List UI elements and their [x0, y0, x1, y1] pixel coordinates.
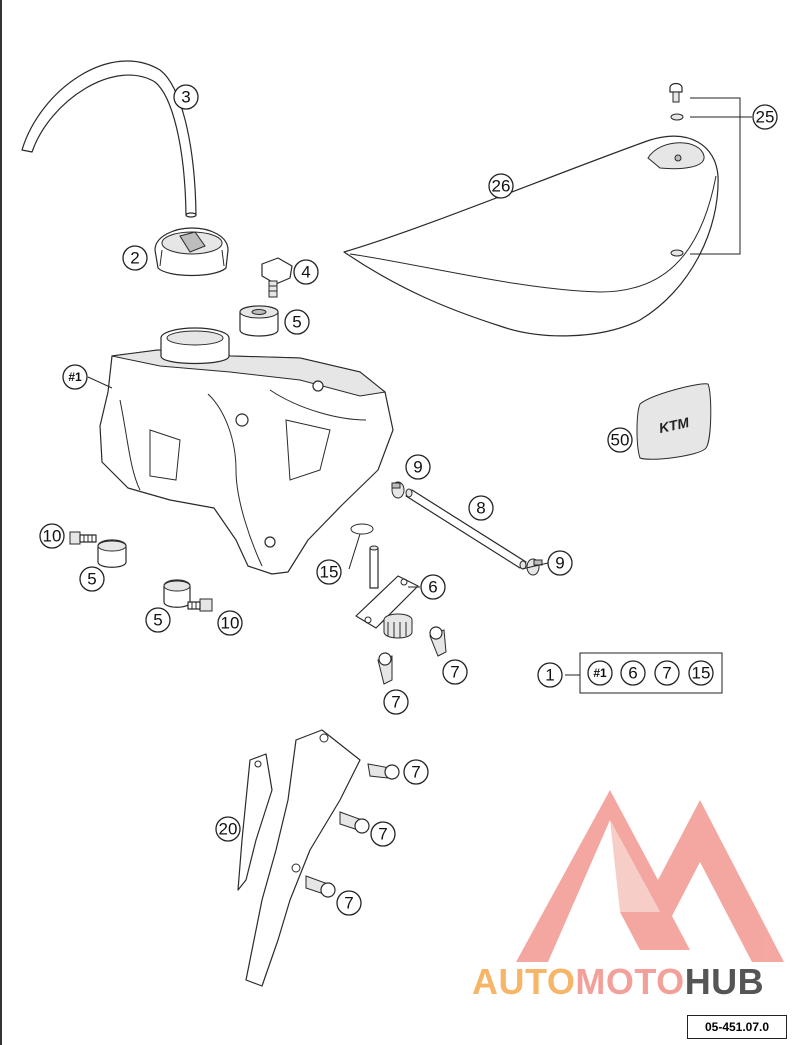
seat-part	[343, 135, 719, 337]
svg-text:15: 15	[692, 664, 711, 683]
svg-text:7: 7	[391, 693, 400, 712]
svg-text:4: 4	[301, 263, 310, 282]
ktm-decal-part: KTM	[636, 383, 712, 460]
svg-text:7: 7	[450, 663, 459, 682]
callout-20: 20	[215, 816, 241, 842]
callout-5b: 5	[79, 566, 105, 592]
callout-2: 2	[122, 245, 148, 271]
fuel-tap-part	[355, 545, 419, 639]
callout-7a: 7	[442, 659, 468, 685]
seat-bolt-part	[669, 82, 684, 257]
callout-5c: 5	[145, 607, 171, 633]
screw-part-10a	[69, 531, 97, 545]
svg-text:#1: #1	[68, 370, 82, 384]
callout-1: 1	[537, 662, 563, 688]
svg-text:26: 26	[492, 177, 511, 196]
svg-text:7: 7	[378, 825, 387, 844]
screw-part-7c	[367, 763, 400, 780]
svg-text:15: 15	[320, 563, 339, 582]
callout-7e: 7	[336, 890, 362, 916]
callout-7d: 7	[370, 821, 396, 847]
svg-text:7: 7	[411, 763, 420, 782]
bolt-part-4	[261, 257, 293, 298]
rubber-bushing-part-5c	[163, 579, 191, 608]
svg-text:50: 50	[611, 431, 630, 450]
seat-bolt-bracket-line	[690, 97, 741, 255]
callout-7b: 7	[383, 689, 409, 715]
svg-text:#1: #1	[593, 666, 607, 680]
callout-7c: 7	[403, 759, 429, 785]
svg-text:5: 5	[292, 313, 301, 332]
fuel-line-part	[405, 488, 527, 570]
svg-text:1: 1	[545, 666, 554, 685]
screw-part-7e	[305, 875, 336, 898]
kit-item-2: 6	[620, 660, 646, 686]
ktm-logo-text: KTM	[657, 414, 690, 436]
svg-text:7: 7	[344, 894, 353, 913]
callout-26: 26	[488, 173, 514, 199]
screw-part-7d	[339, 811, 370, 834]
callout-5a: 5	[284, 309, 310, 335]
callout-1-tank: #1	[62, 364, 88, 390]
callout-3: 3	[173, 84, 199, 110]
callout-8: 8	[468, 495, 494, 521]
svg-text:9: 9	[555, 554, 564, 573]
screw-part-7a	[429, 626, 447, 657]
svg-text:25: 25	[756, 108, 775, 127]
svg-text:10: 10	[221, 614, 240, 633]
o-ring-part	[350, 523, 374, 535]
callout-50: 50	[607, 427, 633, 453]
callout-10a: 10	[39, 523, 65, 549]
svg-text:5: 5	[87, 570, 96, 589]
leader-lines	[87, 376, 723, 694]
svg-text:8: 8	[476, 499, 485, 518]
screw-part-7b	[377, 652, 393, 685]
svg-text:7: 7	[662, 664, 671, 683]
fuel-cap-part	[154, 227, 229, 277]
callout-10b: 10	[217, 610, 243, 636]
kit-item-3: 7	[654, 660, 680, 686]
watermark-part-3: HUB	[685, 961, 765, 1002]
svg-text:3: 3	[181, 88, 190, 107]
callout-6: 6	[420, 574, 446, 600]
fuel-tank-part	[99, 327, 394, 575]
callout-25: 25	[752, 104, 778, 130]
svg-text:20: 20	[219, 820, 238, 839]
svg-text:9: 9	[413, 458, 422, 477]
rubber-bushing-part-5b	[97, 539, 127, 568]
svg-text:2: 2	[130, 249, 139, 268]
svg-text:5: 5	[153, 611, 162, 630]
callout-9b: 9	[547, 550, 573, 576]
kit-item-4: 15	[688, 660, 714, 686]
breather-hose-part	[21, 60, 197, 218]
kit-item-1: #1	[587, 660, 613, 686]
rubber-bushing-part-5a	[239, 305, 279, 337]
svg-text:10: 10	[43, 527, 62, 546]
screw-part-10b	[187, 598, 213, 612]
svg-text:6: 6	[628, 664, 637, 683]
svg-text:6: 6	[428, 578, 437, 597]
watermark-text: AUTOMOTOHUB	[472, 961, 764, 1002]
side-panel-part	[237, 729, 361, 987]
reference-code: 05-451.07.0	[687, 1015, 787, 1039]
callout-15: 15	[316, 559, 342, 585]
callout-4: 4	[293, 259, 319, 285]
watermark-logo	[516, 790, 784, 962]
hose-clamp-part-9a	[391, 481, 405, 499]
watermark-part-1: AUTO	[472, 961, 575, 1002]
watermark-part-2: MOTO	[575, 961, 684, 1002]
callout-9a: 9	[405, 454, 431, 480]
